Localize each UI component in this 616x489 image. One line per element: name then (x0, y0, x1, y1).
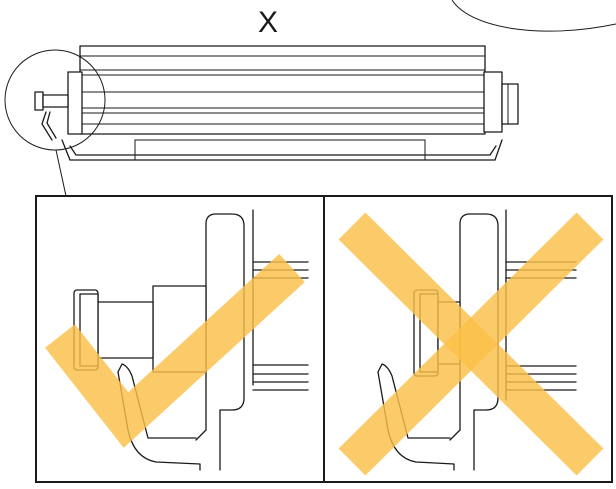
roller-right-end (483, 71, 503, 133)
roller-left-end (67, 71, 83, 135)
detail-callout-circle (4, 49, 106, 151)
incorrect-panel-frame (323, 195, 613, 483)
cross-mark (338, 212, 604, 476)
correct-panel (35, 195, 325, 483)
roller-body (79, 45, 486, 135)
detail-knob (34, 91, 44, 111)
check-mark (45, 253, 305, 448)
roller-label: X (258, 6, 279, 39)
roller-assembly (4, 0, 616, 197)
roller-right-shaft (501, 83, 519, 125)
callout-leader-line (55, 149, 67, 197)
callout-circle-partial (451, 0, 616, 32)
roller-tray (61, 139, 503, 161)
incorrect-panel (323, 195, 613, 483)
